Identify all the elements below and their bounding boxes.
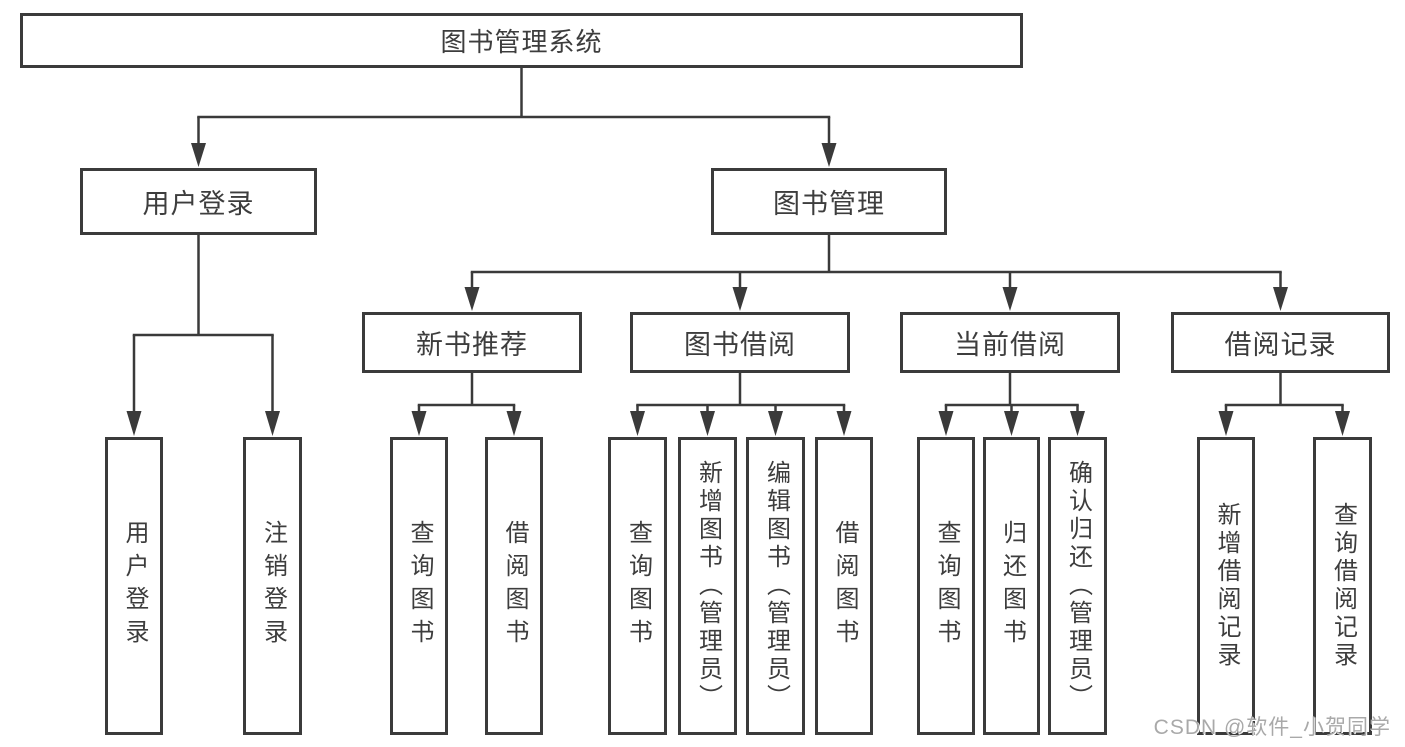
- leaf-borrow-books: 借阅图书: [815, 437, 873, 735]
- node-new-book-recommendation: 新书推荐: [362, 312, 582, 373]
- csdn-watermark: CSDN @软件_小贺同学: [1153, 716, 1391, 739]
- node-library-management-system: 图书管理系统: [20, 13, 1023, 68]
- node-label: 图书管理系统: [440, 27, 603, 57]
- leaf-query-borrow-record: 查询借阅记录: [1313, 437, 1372, 735]
- leaf-query-books-current: 查询图书: [917, 437, 975, 735]
- leaf-add-borrow-record: 新增借阅记录: [1197, 437, 1255, 735]
- leaf-add-books-admin: 新增图书（管理员）: [678, 437, 737, 735]
- leaf-return-books: 归还图书: [983, 437, 1040, 735]
- node-label: 新书推荐: [416, 330, 528, 360]
- node-label: 归还图书: [998, 520, 1026, 652]
- node-label: 图书管理: [773, 189, 885, 219]
- node-book-management: 图书管理: [711, 168, 947, 235]
- leaf-borrow-books-recommend: 借阅图书: [485, 437, 543, 735]
- node-book-borrowing: 图书借阅: [630, 312, 850, 373]
- node-label: 用户登录: [142, 189, 255, 219]
- node-label: 查询图书: [624, 520, 652, 652]
- leaf-edit-books-admin: 编辑图书（管理员）: [746, 437, 805, 735]
- node-label: 当前借阅: [954, 330, 1066, 360]
- leaf-query-books-borrowing: 查询图书: [608, 437, 667, 735]
- node-label: 编辑图书（管理员）: [762, 460, 790, 712]
- leaf-user-login: 用户登录: [105, 437, 163, 735]
- node-label: 新增借阅记录: [1213, 502, 1240, 670]
- node-label: 注销登录: [259, 520, 287, 652]
- node-label: 新增图书（管理员）: [694, 460, 722, 712]
- node-user-login: 用户登录: [80, 168, 317, 235]
- node-label: 借阅记录: [1224, 330, 1337, 360]
- node-current-borrowing: 当前借阅: [900, 312, 1120, 373]
- leaf-query-books-recommend: 查询图书: [390, 437, 448, 735]
- node-borrowing-records: 借阅记录: [1171, 312, 1390, 373]
- node-label: 查询借阅记录: [1329, 502, 1357, 670]
- node-label: 用户登录: [121, 520, 148, 652]
- node-label: 借阅图书: [501, 520, 528, 652]
- leaf-logout: 注销登录: [243, 437, 302, 735]
- node-label: 图书借阅: [684, 330, 796, 360]
- leaf-confirm-return-admin: 确认归还（管理员）: [1048, 437, 1107, 735]
- node-label: 借阅图书: [831, 520, 858, 652]
- node-label: 查询图书: [406, 520, 433, 652]
- node-label: 确认归还（管理员）: [1064, 460, 1092, 712]
- node-label: 查询图书: [933, 520, 960, 652]
